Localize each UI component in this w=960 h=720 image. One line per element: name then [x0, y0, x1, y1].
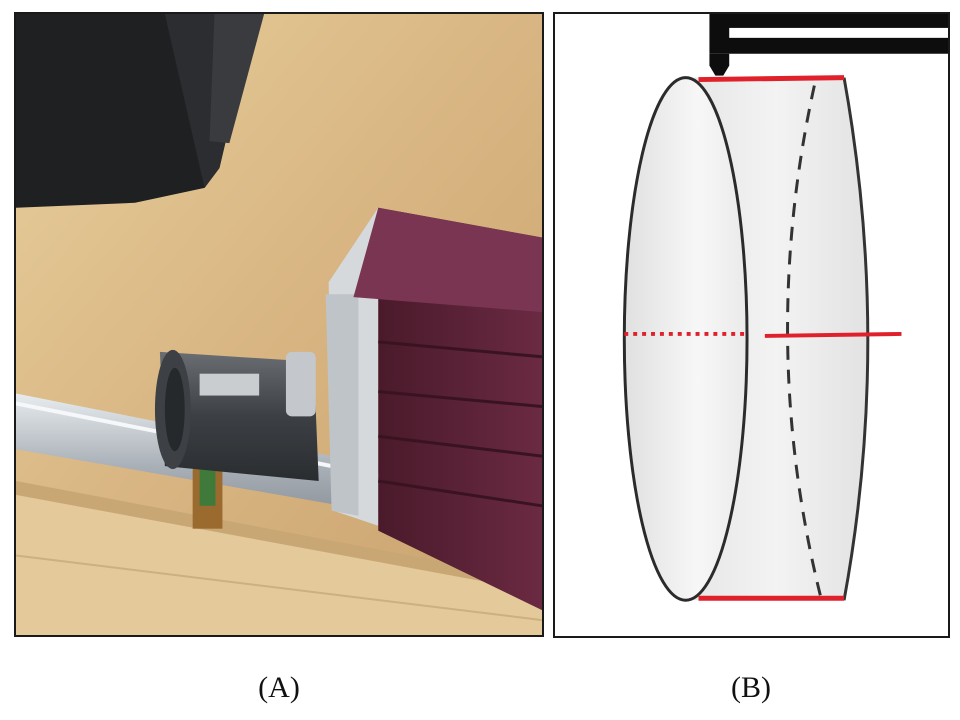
probe-arm [709, 14, 948, 76]
top-thickness-line [698, 75, 845, 83]
cylinder-diagram [622, 14, 948, 602]
caption-a: (A) [258, 671, 300, 704]
caption-b: (B) [731, 671, 771, 704]
photo-panel [14, 12, 544, 637]
diagram-panel [553, 12, 950, 638]
metal-ring [285, 351, 316, 417]
hidden-back-edge [786, 85, 822, 596]
cylinder-front-face [622, 76, 749, 602]
wooden-board [16, 485, 542, 635]
photo-scene [16, 14, 542, 635]
back-diameter-line [764, 331, 902, 338]
probe-tip [709, 53, 730, 76]
cylinder-back-edge [842, 77, 870, 601]
